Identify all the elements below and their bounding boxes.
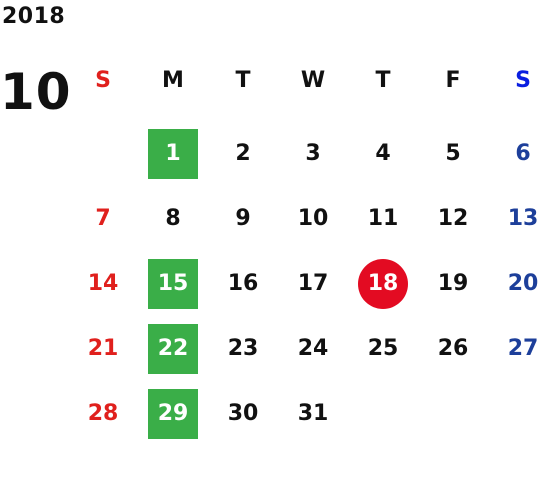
day-cell[interactable]: 16 <box>208 251 278 316</box>
day-cell-empty <box>488 381 548 446</box>
day-cell[interactable]: 14 <box>68 251 138 316</box>
day-number: 27 <box>507 336 539 361</box>
day-number: 21 <box>87 336 119 361</box>
day-number: 24 <box>297 336 329 361</box>
day-cell[interactable]: 5 <box>418 121 488 186</box>
day-number: 10 <box>297 206 329 231</box>
day-number: 22 <box>148 323 198 374</box>
day-number: 8 <box>165 206 181 231</box>
weekday-thursday: T <box>375 67 391 93</box>
day-cell[interactable]: 25 <box>348 316 418 381</box>
day-cell[interactable]: 10 <box>278 186 348 251</box>
day-cell[interactable]: 1 <box>138 121 208 186</box>
day-number: 17 <box>297 271 329 296</box>
day-number: 23 <box>227 336 259 361</box>
day-number: 20 <box>507 271 539 296</box>
day-number: 5 <box>445 141 461 166</box>
weekday-friday: F <box>445 67 461 93</box>
day-cell[interactable]: 23 <box>208 316 278 381</box>
day-number: 15 <box>148 258 198 309</box>
day-cell-empty <box>68 121 138 186</box>
calendar-year: 2018 <box>2 4 66 29</box>
day-number: 16 <box>227 271 259 296</box>
day-cell[interactable]: 15 <box>138 251 208 316</box>
day-number: 31 <box>297 401 329 426</box>
weekday-tuesday: T <box>235 67 251 93</box>
day-cell-empty <box>418 381 488 446</box>
day-cell[interactable]: 8 <box>138 186 208 251</box>
day-cell[interactable]: 12 <box>418 186 488 251</box>
day-cell[interactable]: 6 <box>488 121 548 186</box>
day-cell[interactable]: 11 <box>348 186 418 251</box>
day-number: 30 <box>227 401 259 426</box>
day-cell[interactable]: 7 <box>68 186 138 251</box>
day-cell[interactable]: 26 <box>418 316 488 381</box>
weekday-monday: M <box>162 67 184 93</box>
day-number: 14 <box>87 271 119 296</box>
day-number: 7 <box>95 206 111 231</box>
day-number: 25 <box>367 336 399 361</box>
calendar-grid: S M T W T F S 1 2 3 4 5 6 7 8 9 10 11 12… <box>68 56 548 446</box>
day-cell[interactable]: 30 <box>208 381 278 446</box>
day-number: 13 <box>507 206 539 231</box>
day-number: 2 <box>235 141 251 166</box>
day-cell[interactable]: 2 <box>208 121 278 186</box>
day-number: 3 <box>305 141 321 166</box>
day-number: 11 <box>367 206 399 231</box>
today-marker: 18 <box>358 258 408 309</box>
day-cell[interactable]: 19 <box>418 251 488 316</box>
day-cell[interactable]: 27 <box>488 316 548 381</box>
day-cell[interactable]: 9 <box>208 186 278 251</box>
day-cell[interactable]: 21 <box>68 316 138 381</box>
day-cell[interactable]: 31 <box>278 381 348 446</box>
day-number: 4 <box>375 141 391 166</box>
day-cell[interactable]: 28 <box>68 381 138 446</box>
weekday-saturday: S <box>515 67 531 93</box>
day-number: 26 <box>437 336 469 361</box>
day-cell[interactable]: 13 <box>488 186 548 251</box>
day-cell[interactable]: 17 <box>278 251 348 316</box>
day-number: 28 <box>87 401 119 426</box>
day-cell[interactable]: 20 <box>488 251 548 316</box>
day-cell-today[interactable]: 18 <box>348 251 418 316</box>
day-number: 19 <box>437 271 469 296</box>
day-cell-empty <box>348 381 418 446</box>
day-cell[interactable]: 4 <box>348 121 418 186</box>
day-number: 9 <box>235 206 251 231</box>
weekday-sunday: S <box>95 67 111 93</box>
day-number: 12 <box>437 206 469 231</box>
day-number: 29 <box>148 388 198 439</box>
day-cell[interactable]: 29 <box>138 381 208 446</box>
day-cell[interactable]: 3 <box>278 121 348 186</box>
day-cell[interactable]: 22 <box>138 316 208 381</box>
day-cell[interactable]: 24 <box>278 316 348 381</box>
day-number: 1 <box>148 128 198 179</box>
day-number: 6 <box>515 141 531 166</box>
calendar-month: 10 <box>0 63 72 121</box>
weekday-wednesday: W <box>300 67 326 93</box>
